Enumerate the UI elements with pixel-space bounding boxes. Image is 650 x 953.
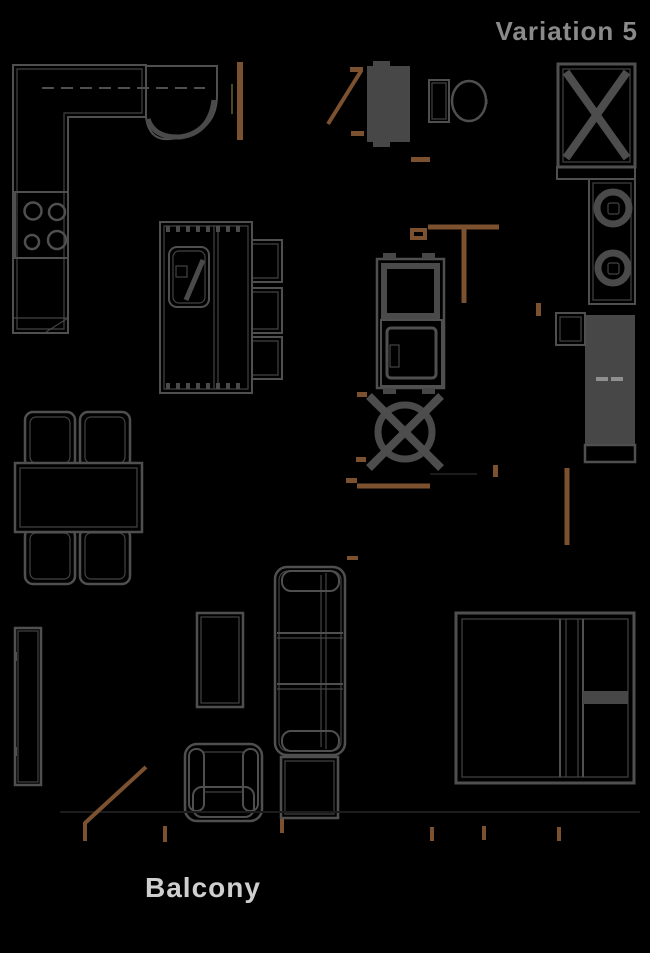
window-mullion-tick [482, 826, 486, 840]
wardrobe [536, 303, 637, 464]
l-shaped-kitchen-counter [12, 64, 218, 334]
washer-dryer-column [588, 178, 636, 305]
window-mullion-tick [557, 827, 561, 841]
balcony-window-wall [60, 765, 640, 842]
cooktop-burner [23, 233, 41, 251]
nightstand [555, 312, 586, 346]
double-bed [454, 611, 636, 785]
cooktop [14, 191, 69, 259]
coffee-table [195, 611, 245, 709]
kitchen-island [159, 221, 253, 394]
side-table [279, 755, 340, 820]
dryer-icon [594, 249, 632, 287]
bar-stools [252, 239, 283, 380]
faucet [183, 259, 206, 301]
dining-set [13, 410, 144, 586]
washer-icon [593, 188, 633, 228]
pillow-divider [583, 691, 628, 704]
island-sink [168, 246, 210, 308]
wardrobe-drawer [583, 443, 637, 464]
cooktop-burner [23, 201, 43, 221]
toilet [428, 79, 488, 123]
tv-console [13, 626, 43, 787]
window-mullion-tick [430, 827, 434, 841]
dining-table [13, 461, 144, 534]
kitchen-door-leaf [237, 62, 243, 140]
shower-stall-x [556, 62, 637, 180]
balcony-label: Balcony [145, 872, 261, 903]
window-mullion-tick [163, 826, 167, 842]
sofa-three-seat [273, 556, 358, 757]
window-mullion-tick [280, 819, 284, 833]
hall-door-swing [410, 157, 499, 303]
cooktop-burner [47, 202, 67, 222]
balcony-door-swing [83, 765, 148, 825]
door-frame-line [231, 84, 233, 114]
bedroom-door-swing [493, 465, 570, 545]
refrigerator [375, 253, 446, 394]
cooktop-burner [46, 229, 68, 251]
window-mullion-tick [83, 822, 87, 841]
variation-label: Variation 5 [496, 16, 639, 46]
ceiling-fan [356, 392, 444, 471]
bathroom-vanity [367, 61, 410, 147]
living-door-swing [346, 473, 477, 489]
bathroom-door-swing [326, 67, 364, 136]
